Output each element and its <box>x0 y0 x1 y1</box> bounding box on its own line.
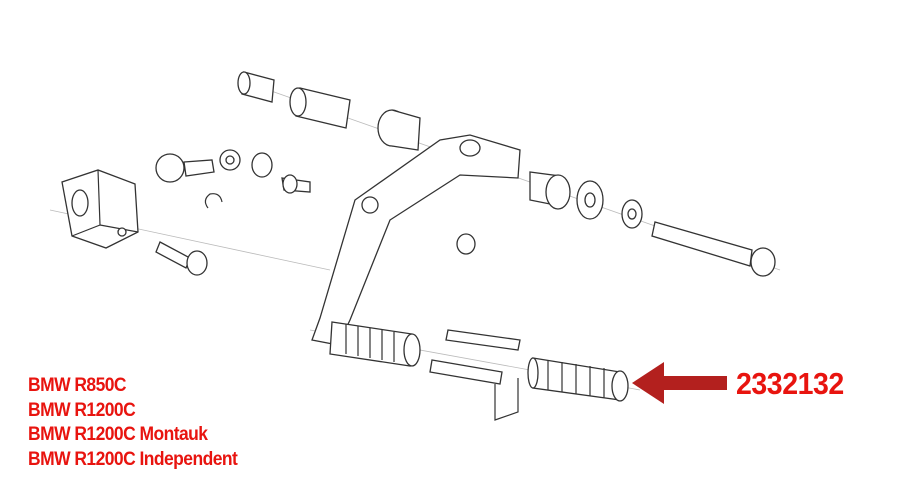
nut <box>456 233 476 255</box>
ball-joint <box>155 149 241 209</box>
model-label: BMW R850C <box>28 375 127 396</box>
model-label: BMW R1200C Independent <box>28 449 238 471</box>
footpeg-rubber-2332132 <box>527 357 629 402</box>
arrow-left-icon <box>632 362 727 404</box>
part-number: 2332132 <box>736 366 844 401</box>
footpeg-rubber-mounted <box>329 321 421 367</box>
bolt-small <box>155 241 208 276</box>
clip <box>429 329 521 421</box>
clamp-block <box>61 169 139 249</box>
shift-lever <box>311 134 521 346</box>
model-label: BMW R1200C Montauk <box>28 424 208 446</box>
small-screw <box>281 174 311 194</box>
small-bushing <box>251 152 273 178</box>
long-bolt <box>651 221 776 277</box>
compatible-models-list: BMW R850C BMW R1200C BMW R1200C Montauk … <box>28 374 238 473</box>
right-bushings-washers <box>529 171 643 229</box>
model-label: BMW R1200C <box>28 399 136 421</box>
bushings-top <box>237 71 421 151</box>
